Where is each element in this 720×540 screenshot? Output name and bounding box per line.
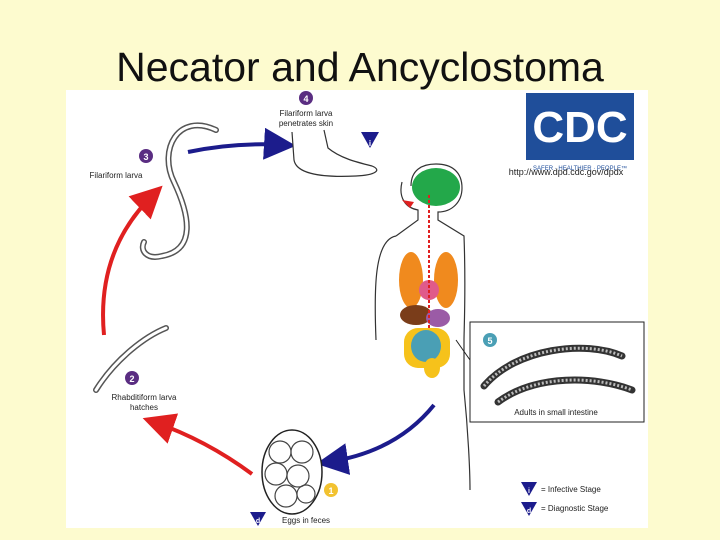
legend-infective-text: = Infective Stage: [541, 485, 601, 494]
step-5: 5 Adults in small intestine: [483, 333, 598, 417]
svg-text:4: 4: [303, 94, 308, 104]
step-1-marker: [324, 483, 338, 497]
step-2-label-line2: hatches: [130, 403, 158, 412]
step-4-label-line2: penetrates skin: [279, 119, 333, 128]
egg-illustration: [261, 429, 323, 515]
stage-marker-i: i: [361, 132, 379, 148]
svg-text:i: i: [528, 488, 530, 495]
svg-text:d: d: [256, 518, 260, 525]
arrow-1-to-2: [142, 413, 254, 476]
step-1: 1 Eggs in feces: [282, 483, 338, 525]
step-2-label-line1: Rhabditiform larva: [112, 393, 177, 402]
step-1-label: Eggs in feces: [282, 516, 330, 525]
foot-illustration: [291, 129, 378, 177]
cdc-tagline: SAFER · HEALTHIER · PEOPLE™: [533, 165, 627, 172]
step-3-marker: [139, 149, 153, 163]
legend-infective: i = Infective Stage: [521, 482, 601, 496]
life-cycle-panel: CDC SAFER · HEALTHIER · PEOPLE™ http://w…: [66, 90, 648, 528]
cdc-logo-text: CDC: [532, 103, 627, 152]
svg-text:3: 3: [143, 152, 148, 162]
arrow-3-to-4: [187, 127, 296, 160]
cdc-url: http://www.dpd.cdc.gov/dpdx: [509, 167, 624, 177]
legend-diagnostic-text: = Diagnostic Stage: [541, 504, 609, 513]
arrow-5-to-1: [316, 403, 436, 475]
cdc-logo: CDC SAFER · HEALTHIER · PEOPLE™: [526, 93, 634, 172]
step-4: 4 Filariform larva penetrates skin: [279, 91, 333, 128]
step-4-label-line1: Filariform larva: [280, 109, 333, 118]
human-body-illustration: [374, 163, 471, 491]
legend: i = Infective Stage d = Diagnostic Stage: [521, 482, 609, 516]
step-4-marker: [299, 91, 313, 105]
life-cycle-diagram: CDC SAFER · HEALTHIER · PEOPLE™ http://w…: [90, 91, 645, 526]
svg-text:5: 5: [487, 336, 492, 346]
legend-diagnostic: d = Diagnostic Stage: [521, 502, 609, 516]
step-2: 2 Rhabditiform larva hatches: [112, 371, 177, 412]
stage-marker-d: d: [250, 512, 266, 526]
step-2-marker: [125, 371, 139, 385]
step-5-label: Adults in small intestine: [514, 408, 598, 417]
slide-title: Necator and Ancyclostoma: [116, 44, 604, 90]
svg-text:d: d: [527, 508, 531, 515]
svg-text:1: 1: [328, 486, 333, 496]
svg-text:2: 2: [129, 374, 134, 384]
step-5-marker: [483, 333, 497, 347]
arrow-2-to-3: [101, 185, 163, 336]
step-3-label: Filariform larva: [90, 171, 143, 180]
svg-text:i: i: [369, 139, 371, 148]
step-3: 3 Filariform larva: [90, 149, 153, 180]
